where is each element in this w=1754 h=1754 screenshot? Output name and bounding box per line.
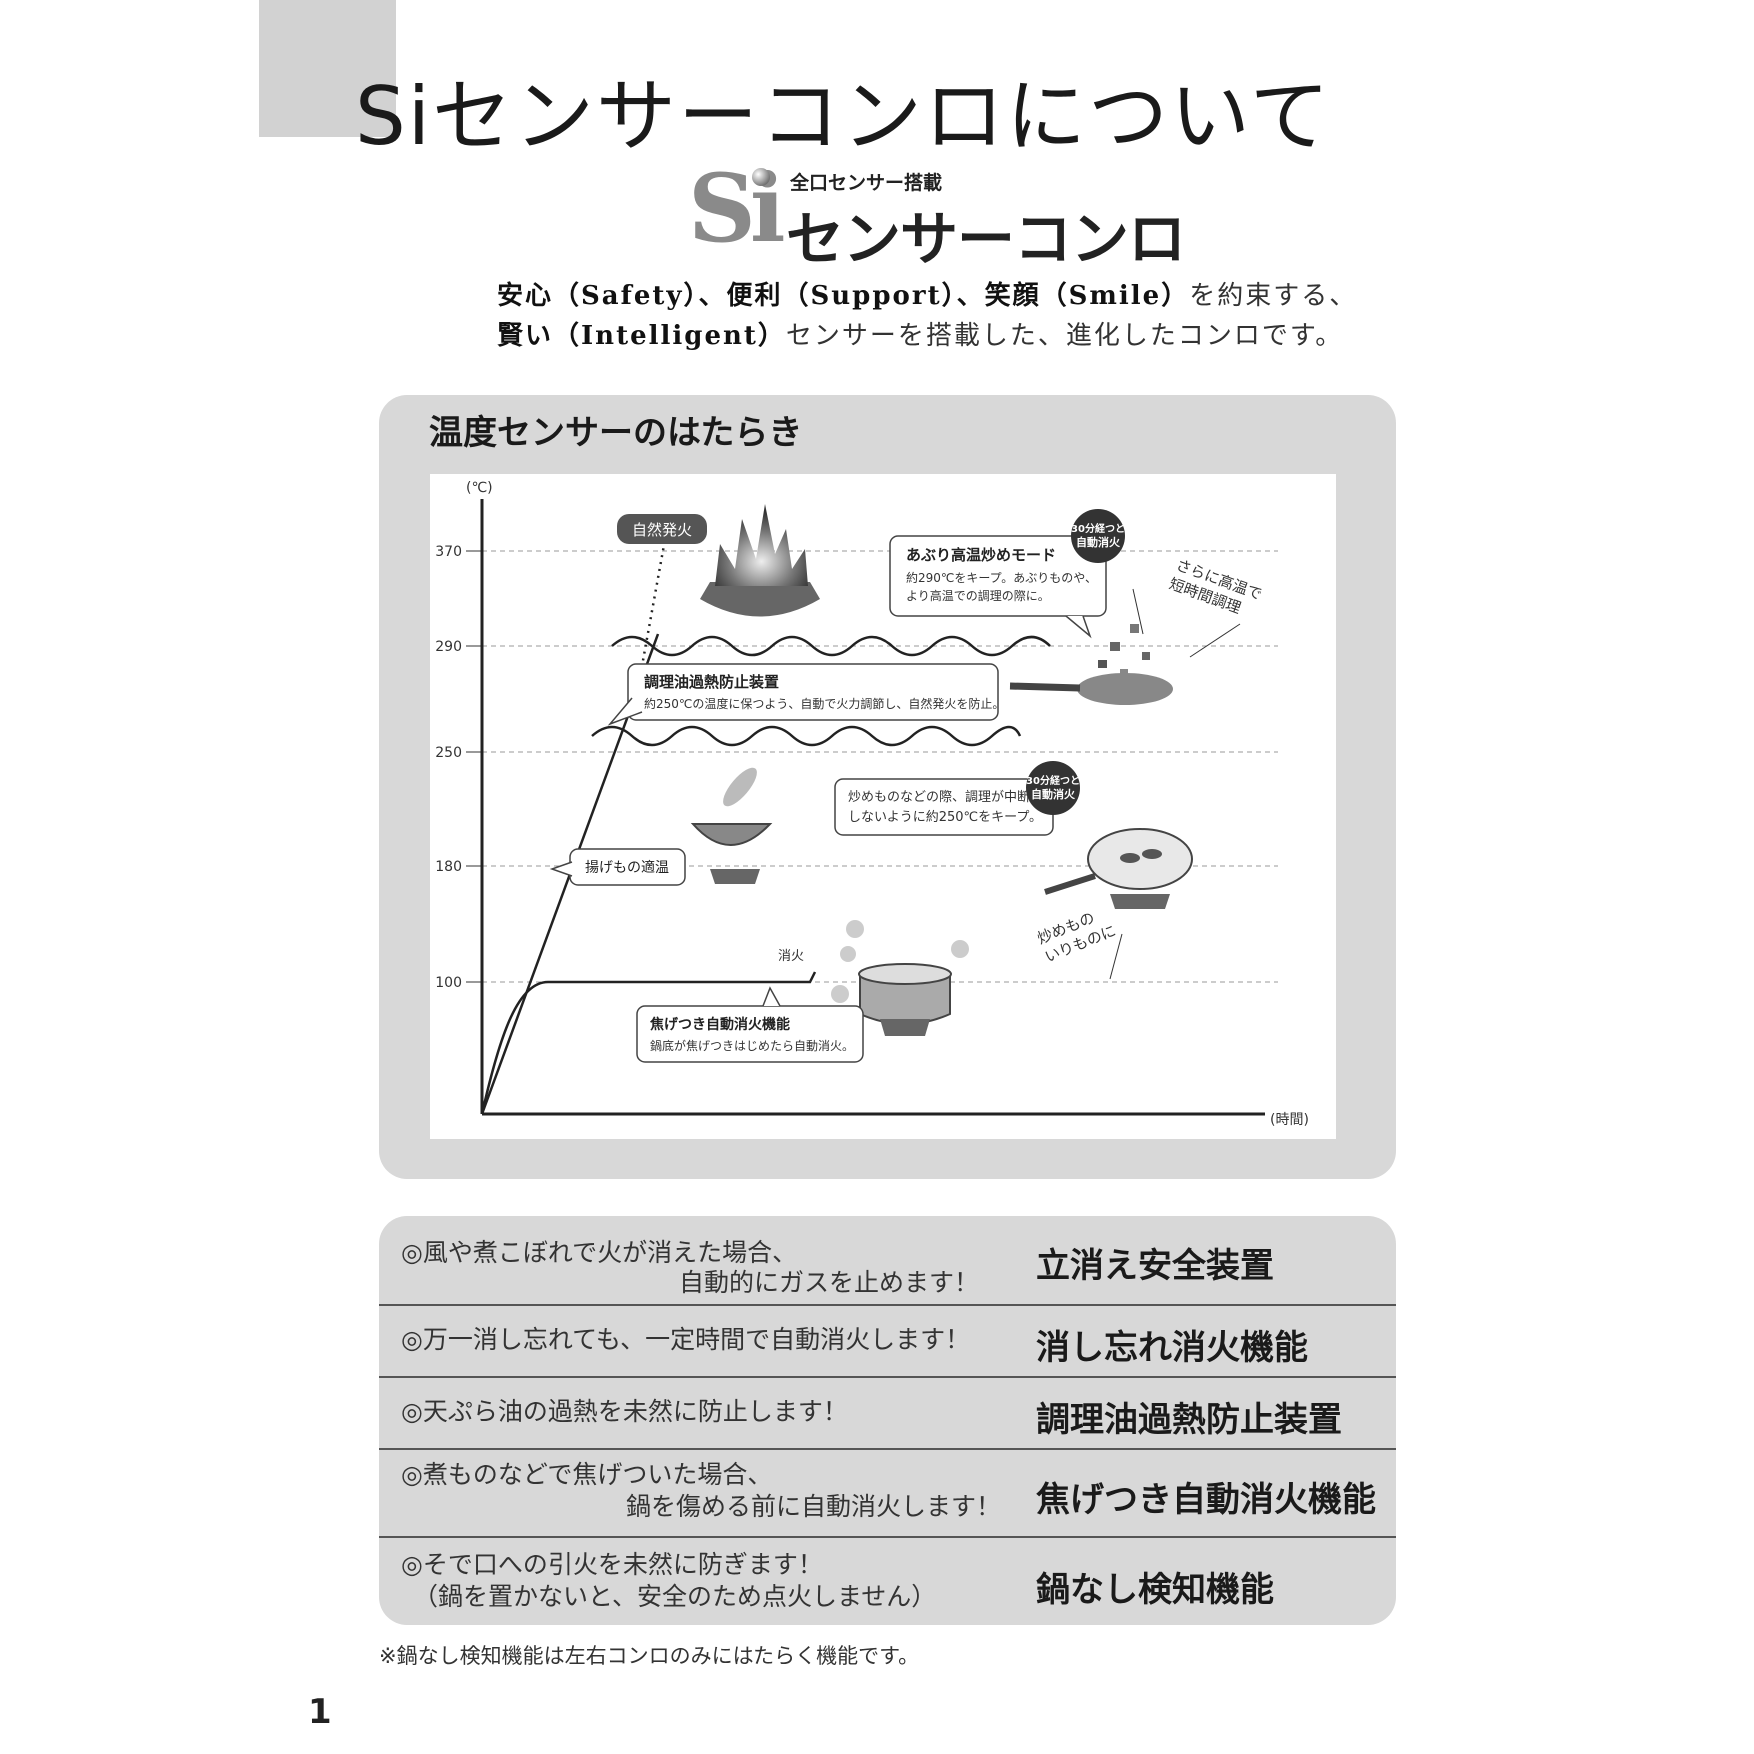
feature-desc-1b: 自動的にガスを止めます！	[679, 1268, 980, 1297]
logo-tagline: 全口センサー搭載	[790, 172, 943, 194]
oil-callout	[627, 663, 999, 721]
fry-label: 揚げもの適温	[585, 859, 669, 876]
footnote: ※鍋なし検知機能は左右コンロのみにはたらく機能です。	[379, 1644, 920, 1668]
intro-line2-segment-1: （Intelligent）	[553, 321, 786, 351]
chart-svg: 370 290 250 180 100 (℃) (時間)	[435, 480, 1309, 1128]
header-tab	[259, 0, 396, 137]
feature-desc-1: ◎風や煮こぼれで火が消えた場合、	[401, 1238, 798, 1267]
logo-dot-icon	[752, 168, 770, 186]
intro-line1-segment-1: （Safety）、	[553, 281, 727, 311]
feature-name-1: 立消え安全装置	[1036, 1246, 1274, 1286]
y-unit-label: (℃)	[466, 480, 493, 496]
feature-name-2: 消し忘れ消火機能	[1036, 1328, 1308, 1368]
tick-label-100: 100	[435, 975, 462, 991]
intro-line2-segment-0: 賢い	[497, 321, 554, 351]
stir-line2: しないように約250℃をキープ。	[848, 810, 1042, 825]
feature-name-4: 焦げつき自動消火機能	[1036, 1480, 1376, 1520]
oil-desc: 約250℃の温度に保つよう、自動で火力調節し、自然発火を防止。	[644, 696, 1004, 711]
intro-line1-segment-0: 安心	[497, 281, 554, 311]
si-sensor-logo: Si 全口センサー搭載 センサーコンロ	[688, 162, 1186, 273]
feature-desc-5b: （鍋を置かないと、安全のため点火しません）	[413, 1582, 937, 1611]
feature-row: ◎風や煮こぼれで火が消えた場合、 自動的にガスを止めます！ 立消え安全装置	[379, 1216, 1396, 1304]
aburi-line2: より高温での調理の際に。	[906, 588, 1050, 603]
ignition-label: 自然発火	[632, 521, 692, 539]
auto-off-badge-2	[1026, 761, 1080, 815]
off-label: 消火	[778, 949, 804, 964]
scorch-callout	[636, 1005, 864, 1063]
sensor-panel: 温度センサーのはたらき 370 290 250	[379, 395, 1396, 1179]
aburi-callout	[889, 535, 1107, 617]
panel-title: 温度センサーのはたらき	[429, 413, 803, 453]
stir2-note: 炒めもの いりものに	[1035, 909, 1119, 967]
aburi-line1: 約290℃をキープ。あぶりものや、	[906, 570, 1097, 585]
aburi-title: あぶり高温炒めモード	[906, 546, 1056, 564]
badge2-line2: 自動消火	[1031, 787, 1076, 801]
feature-row: ◎万一消し忘れても、一定時間で自動消火します！ 消し忘れ消火機能	[379, 1306, 1396, 1376]
x-unit-label: (時間)	[1270, 1112, 1309, 1128]
feature-name-3: 調理油過熱防止装置	[1036, 1400, 1342, 1440]
oil-title: 調理油過熱防止装置	[644, 673, 779, 691]
feature-desc-4b: 鍋を傷める前に自動消火します！	[626, 1492, 1002, 1521]
features-table: ◎風や煮こぼれで火が消えた場合、 自動的にガスを止めます！ 立消え安全装置 ◎万…	[379, 1216, 1396, 1625]
scorch-curve	[480, 971, 817, 1115]
feature-divider	[379, 1376, 1396, 1378]
feature-row: ◎煮ものなどで焦げついた場合、 鍋を傷める前に自動消火します！ 焦げつき自動消火…	[379, 1450, 1396, 1536]
logo-name: センサーコンロ	[786, 205, 1186, 273]
scorch-desc: 鍋底が焦げつきはじめたら自動消火。	[650, 1038, 854, 1053]
frying-pan-illustration	[1044, 828, 1193, 909]
tick-label-370: 370	[435, 544, 462, 560]
badge1-line1: 30分経つと	[1071, 522, 1125, 535]
higher-temp-note: さらに高温で 短時間調理	[1167, 556, 1265, 617]
intro-line1-segment-5: （Smile）	[1040, 281, 1190, 311]
feature-desc-5: ◎そで口への引火を未然に防ぎます！	[401, 1550, 823, 1579]
ignition-badge	[617, 514, 707, 544]
tick-label-180: 180	[435, 859, 462, 875]
intro-line1-segment-4: 笑顔	[984, 281, 1041, 311]
badge1-line2: 自動消火	[1076, 535, 1121, 549]
flame-illustration	[700, 504, 820, 617]
stir-callout	[834, 778, 1054, 836]
feature-desc-2: ◎万一消し忘れても、一定時間で自動消火します！	[401, 1325, 971, 1354]
badge2-line1: 30分経つと	[1026, 774, 1080, 787]
auto-off-badge-1	[1071, 509, 1125, 563]
stir-line1: 炒めものなどの際、調理が中断	[848, 790, 1030, 805]
feature-divider	[379, 1536, 1396, 1538]
temperature-chart: 370 290 250 180 100 (℃) (時間)	[430, 474, 1336, 1139]
feature-row: ◎そで口への引火を未然に防ぎます！ （鍋を置かないと、安全のため点火しません） …	[379, 1538, 1396, 1625]
intro-line2-segment-2: センサーを搭載した、進化したコンロです。	[785, 321, 1344, 351]
pot-illustration	[831, 920, 969, 1036]
intro-line-1: 安心（Safety）、便利（Support）、笑顔（Smile）を約束する、	[497, 276, 1355, 316]
tossing-wok-illustration	[1009, 624, 1173, 705]
intro-line1-segment-2: 便利	[726, 281, 783, 311]
tempura-wok-illustration	[690, 767, 773, 884]
intro-line1-segment-6: を約束する、	[1189, 281, 1358, 311]
page-title: Siセンサーコンロについて	[355, 70, 1332, 163]
feature-desc-4: ◎煮ものなどで焦げついた場合、	[401, 1460, 773, 1489]
feature-divider	[379, 1304, 1396, 1306]
intro-text: 安心（Safety）、便利（Support）、笑顔（Smile）を約束する、 賢…	[497, 276, 1355, 356]
ignition-dotted-line	[636, 533, 668, 689]
feature-row: ◎天ぷら油の過熱を未然に防止します！ 調理油過熱防止装置	[379, 1378, 1396, 1448]
tick-label-250: 250	[435, 745, 462, 761]
intro-line1-segment-3: （Support）、	[782, 281, 985, 311]
feature-divider	[379, 1448, 1396, 1450]
wave-290-line	[611, 635, 1051, 657]
tick-label-290: 290	[435, 639, 462, 655]
page-number: 1	[308, 1692, 332, 1732]
feature-name-5: 鍋なし検知機能	[1036, 1570, 1274, 1610]
feature-desc-3: ◎天ぷら油の過熱を未然に防止します！	[401, 1397, 848, 1426]
intro-line-2: 賢い（Intelligent）センサーを搭載した、進化したコンロです。	[497, 316, 1341, 356]
wave-250-line	[591, 725, 1022, 747]
scorch-title: 焦げつき自動消火機能	[649, 1016, 790, 1033]
